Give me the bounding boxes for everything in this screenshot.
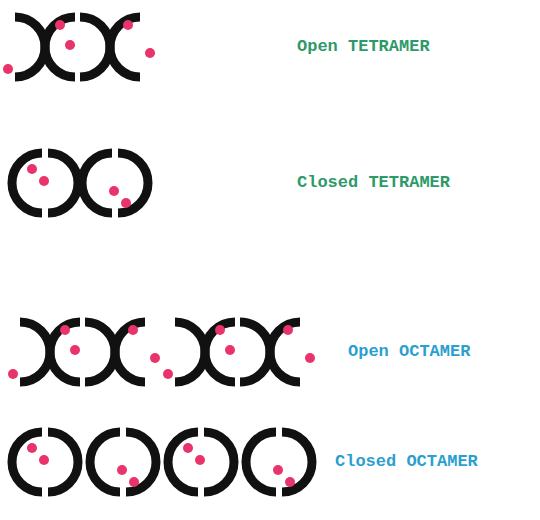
closed-octamer [12, 432, 312, 492]
monomer-pair [246, 432, 312, 492]
monomer-pair [90, 432, 156, 492]
oligomer-label: Open TETRAMER [297, 36, 430, 58]
monomer-pair [12, 432, 78, 492]
monomer-arcs [8, 322, 160, 382]
monomer-arcs [3, 17, 155, 77]
oligomer-label: Closed OCTAMER [335, 451, 478, 473]
closed-tetramer [12, 153, 148, 213]
oligomer-label: Closed TETRAMER [297, 172, 450, 194]
monomer-pair [12, 153, 78, 213]
open-tetramer [3, 17, 155, 77]
oligomer-label: Open OCTAMER [348, 341, 470, 363]
open-octamer [8, 322, 315, 382]
monomer-pair [168, 432, 234, 492]
monomer-arcs [163, 322, 315, 382]
monomer-pair [82, 153, 148, 213]
